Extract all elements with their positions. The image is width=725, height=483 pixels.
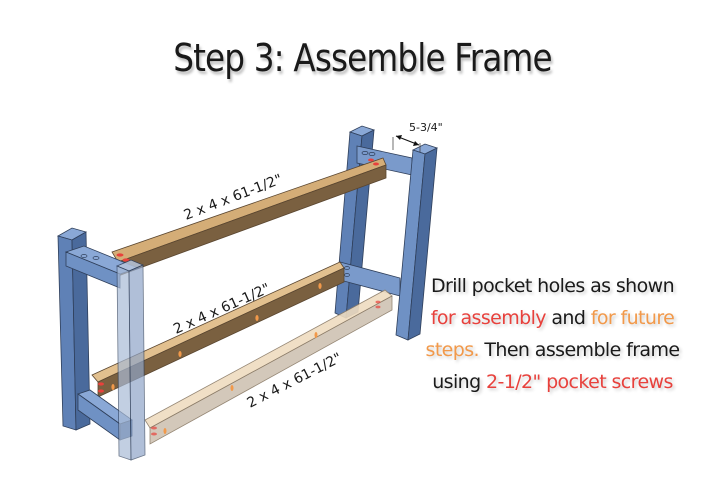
depth-label: 5-3/4" bbox=[409, 121, 443, 134]
assemble-frame-text: Then assemble frame bbox=[478, 339, 680, 361]
screws-text: 2-1/2" pocket screws bbox=[485, 371, 673, 393]
bottom-board bbox=[144, 289, 393, 445]
instruction-line-4: using 2-1/2" pocket screws bbox=[425, 366, 680, 398]
instruction-line-1: Drill pocket holes as shown bbox=[430, 275, 675, 297]
left-end-frame-back bbox=[56, 227, 91, 431]
future-steps-text: steps. bbox=[425, 339, 480, 361]
instructions: Drill pocket holes as shown for assembly… bbox=[425, 270, 681, 398]
and-text: and bbox=[545, 307, 591, 329]
front-left-leg bbox=[115, 259, 146, 461]
instruction-line-2: for assembly and for future bbox=[425, 302, 680, 334]
instruction-line-3: steps. Then assemble frame bbox=[425, 334, 681, 366]
page-title: Step 3: Assemble Frame bbox=[173, 36, 552, 80]
middle-board bbox=[91, 261, 345, 398]
depth-dimension: 5-3/4" bbox=[392, 121, 443, 152]
future-holes-text: for future bbox=[590, 307, 675, 329]
assembly-holes-text: for assembly bbox=[430, 307, 547, 329]
using-text: using bbox=[432, 371, 486, 393]
